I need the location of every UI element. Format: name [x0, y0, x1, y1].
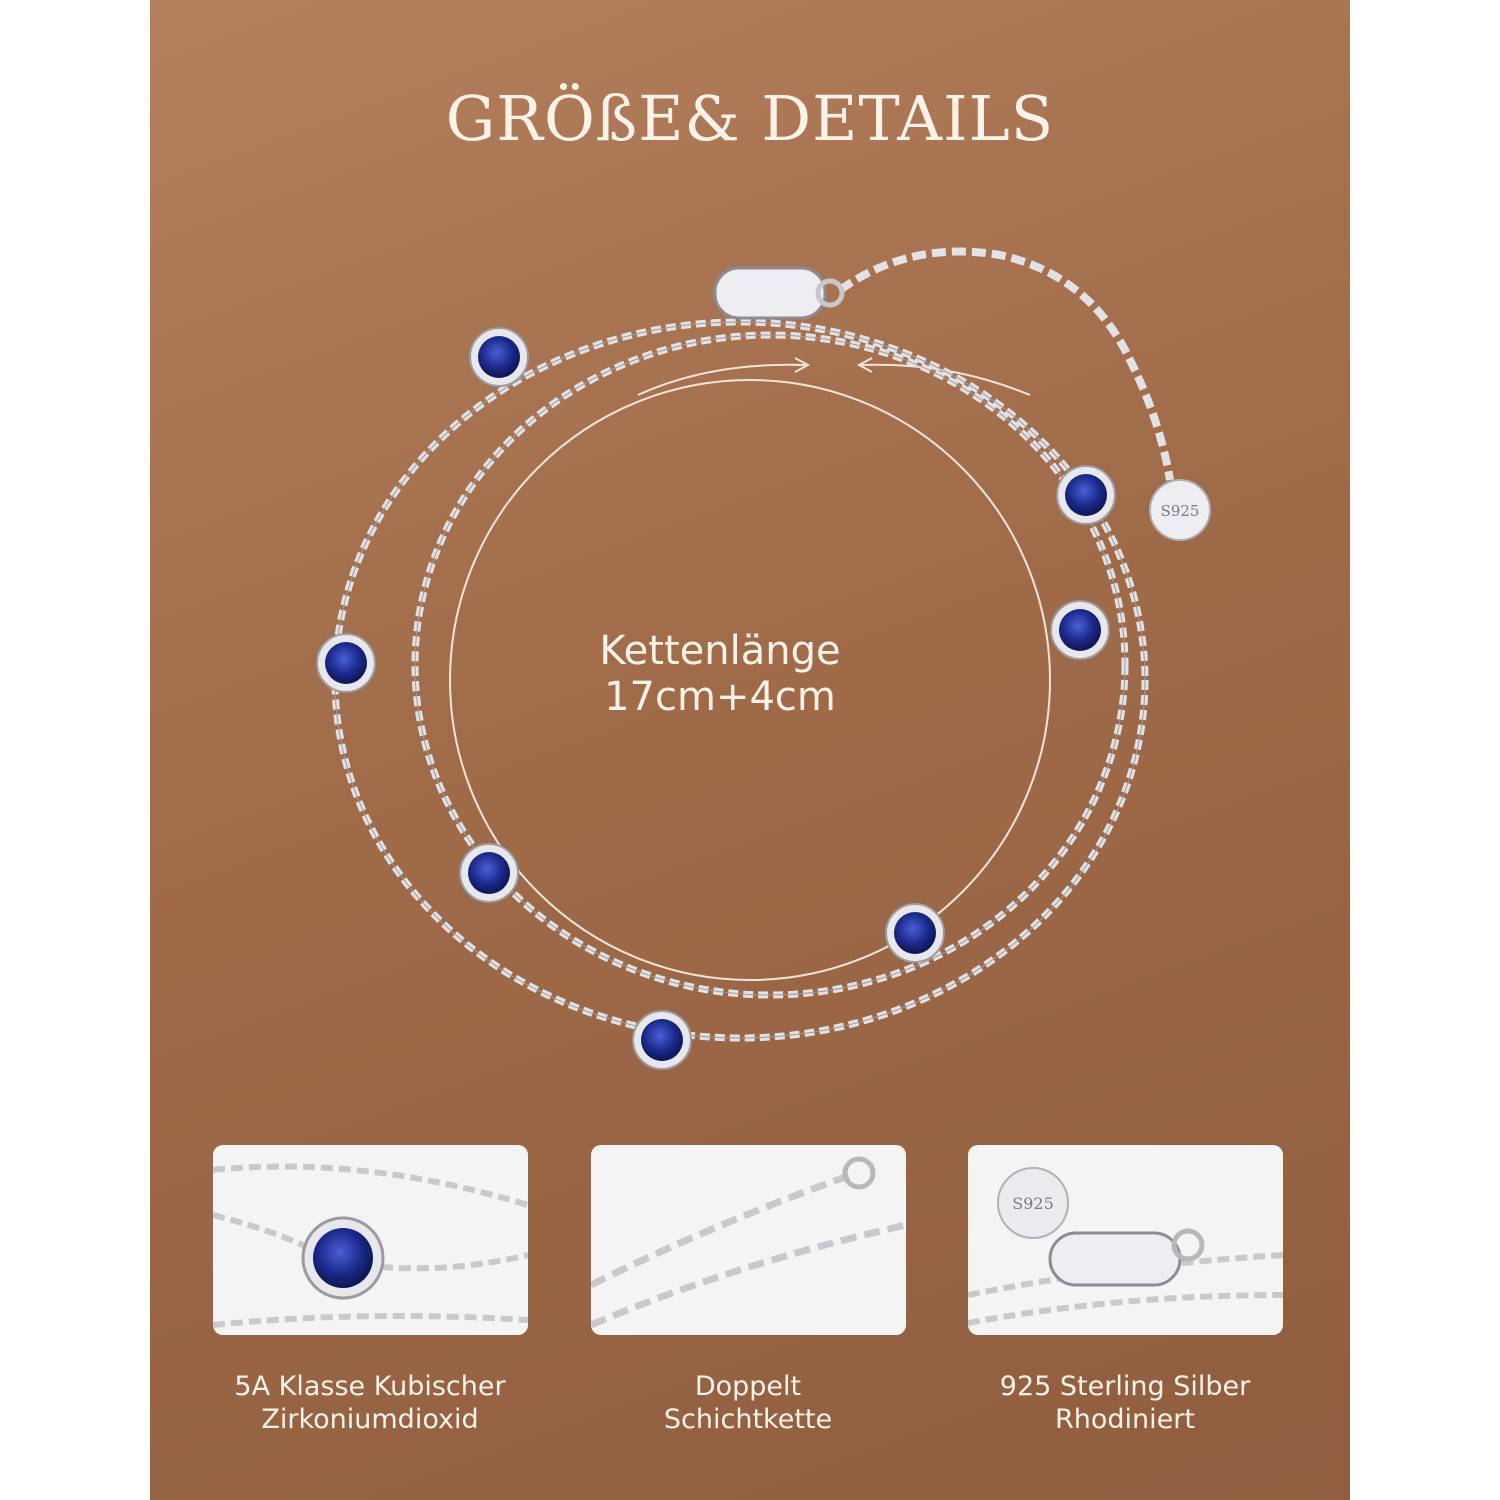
- product-detail-panel: GRÖßE& DETAILS S925: [150, 0, 1350, 1500]
- chain-length-title: Kettenlänge: [599, 628, 841, 674]
- gem-stones: [316, 327, 1116, 1070]
- feature-caption-chain: Doppelt Schichtkette: [663, 1371, 833, 1435]
- detail-tag-text: S925: [1012, 1194, 1054, 1213]
- extension-chain: [837, 247, 1174, 481]
- chain-length-label: Kettenlänge 17cm+4cm: [510, 628, 930, 720]
- detail-card-chain: [591, 1145, 906, 1335]
- page-title: GRÖßE& DETAILS: [445, 82, 1055, 155]
- feature-caption-stone: 5A Klasse Kubischer Zirkoniumdioxid: [234, 1371, 506, 1435]
- feature-caption-silver: 925 Sterling Silber Rhodiniert: [999, 1371, 1251, 1435]
- detail-card-clasp: S925: [968, 1145, 1283, 1335]
- chain-length-value: 17cm+4cm: [604, 674, 836, 720]
- lobster-clasp: [713, 266, 827, 320]
- arrow-left-icon: [637, 363, 806, 396]
- measurement-circle: [449, 379, 1051, 981]
- s925-tag: [1149, 479, 1211, 541]
- bracelet-illustration: S925: [316, 247, 1211, 1070]
- detail-card-stone: [213, 1145, 528, 1335]
- svg-text:S925: S925: [1161, 502, 1200, 520]
